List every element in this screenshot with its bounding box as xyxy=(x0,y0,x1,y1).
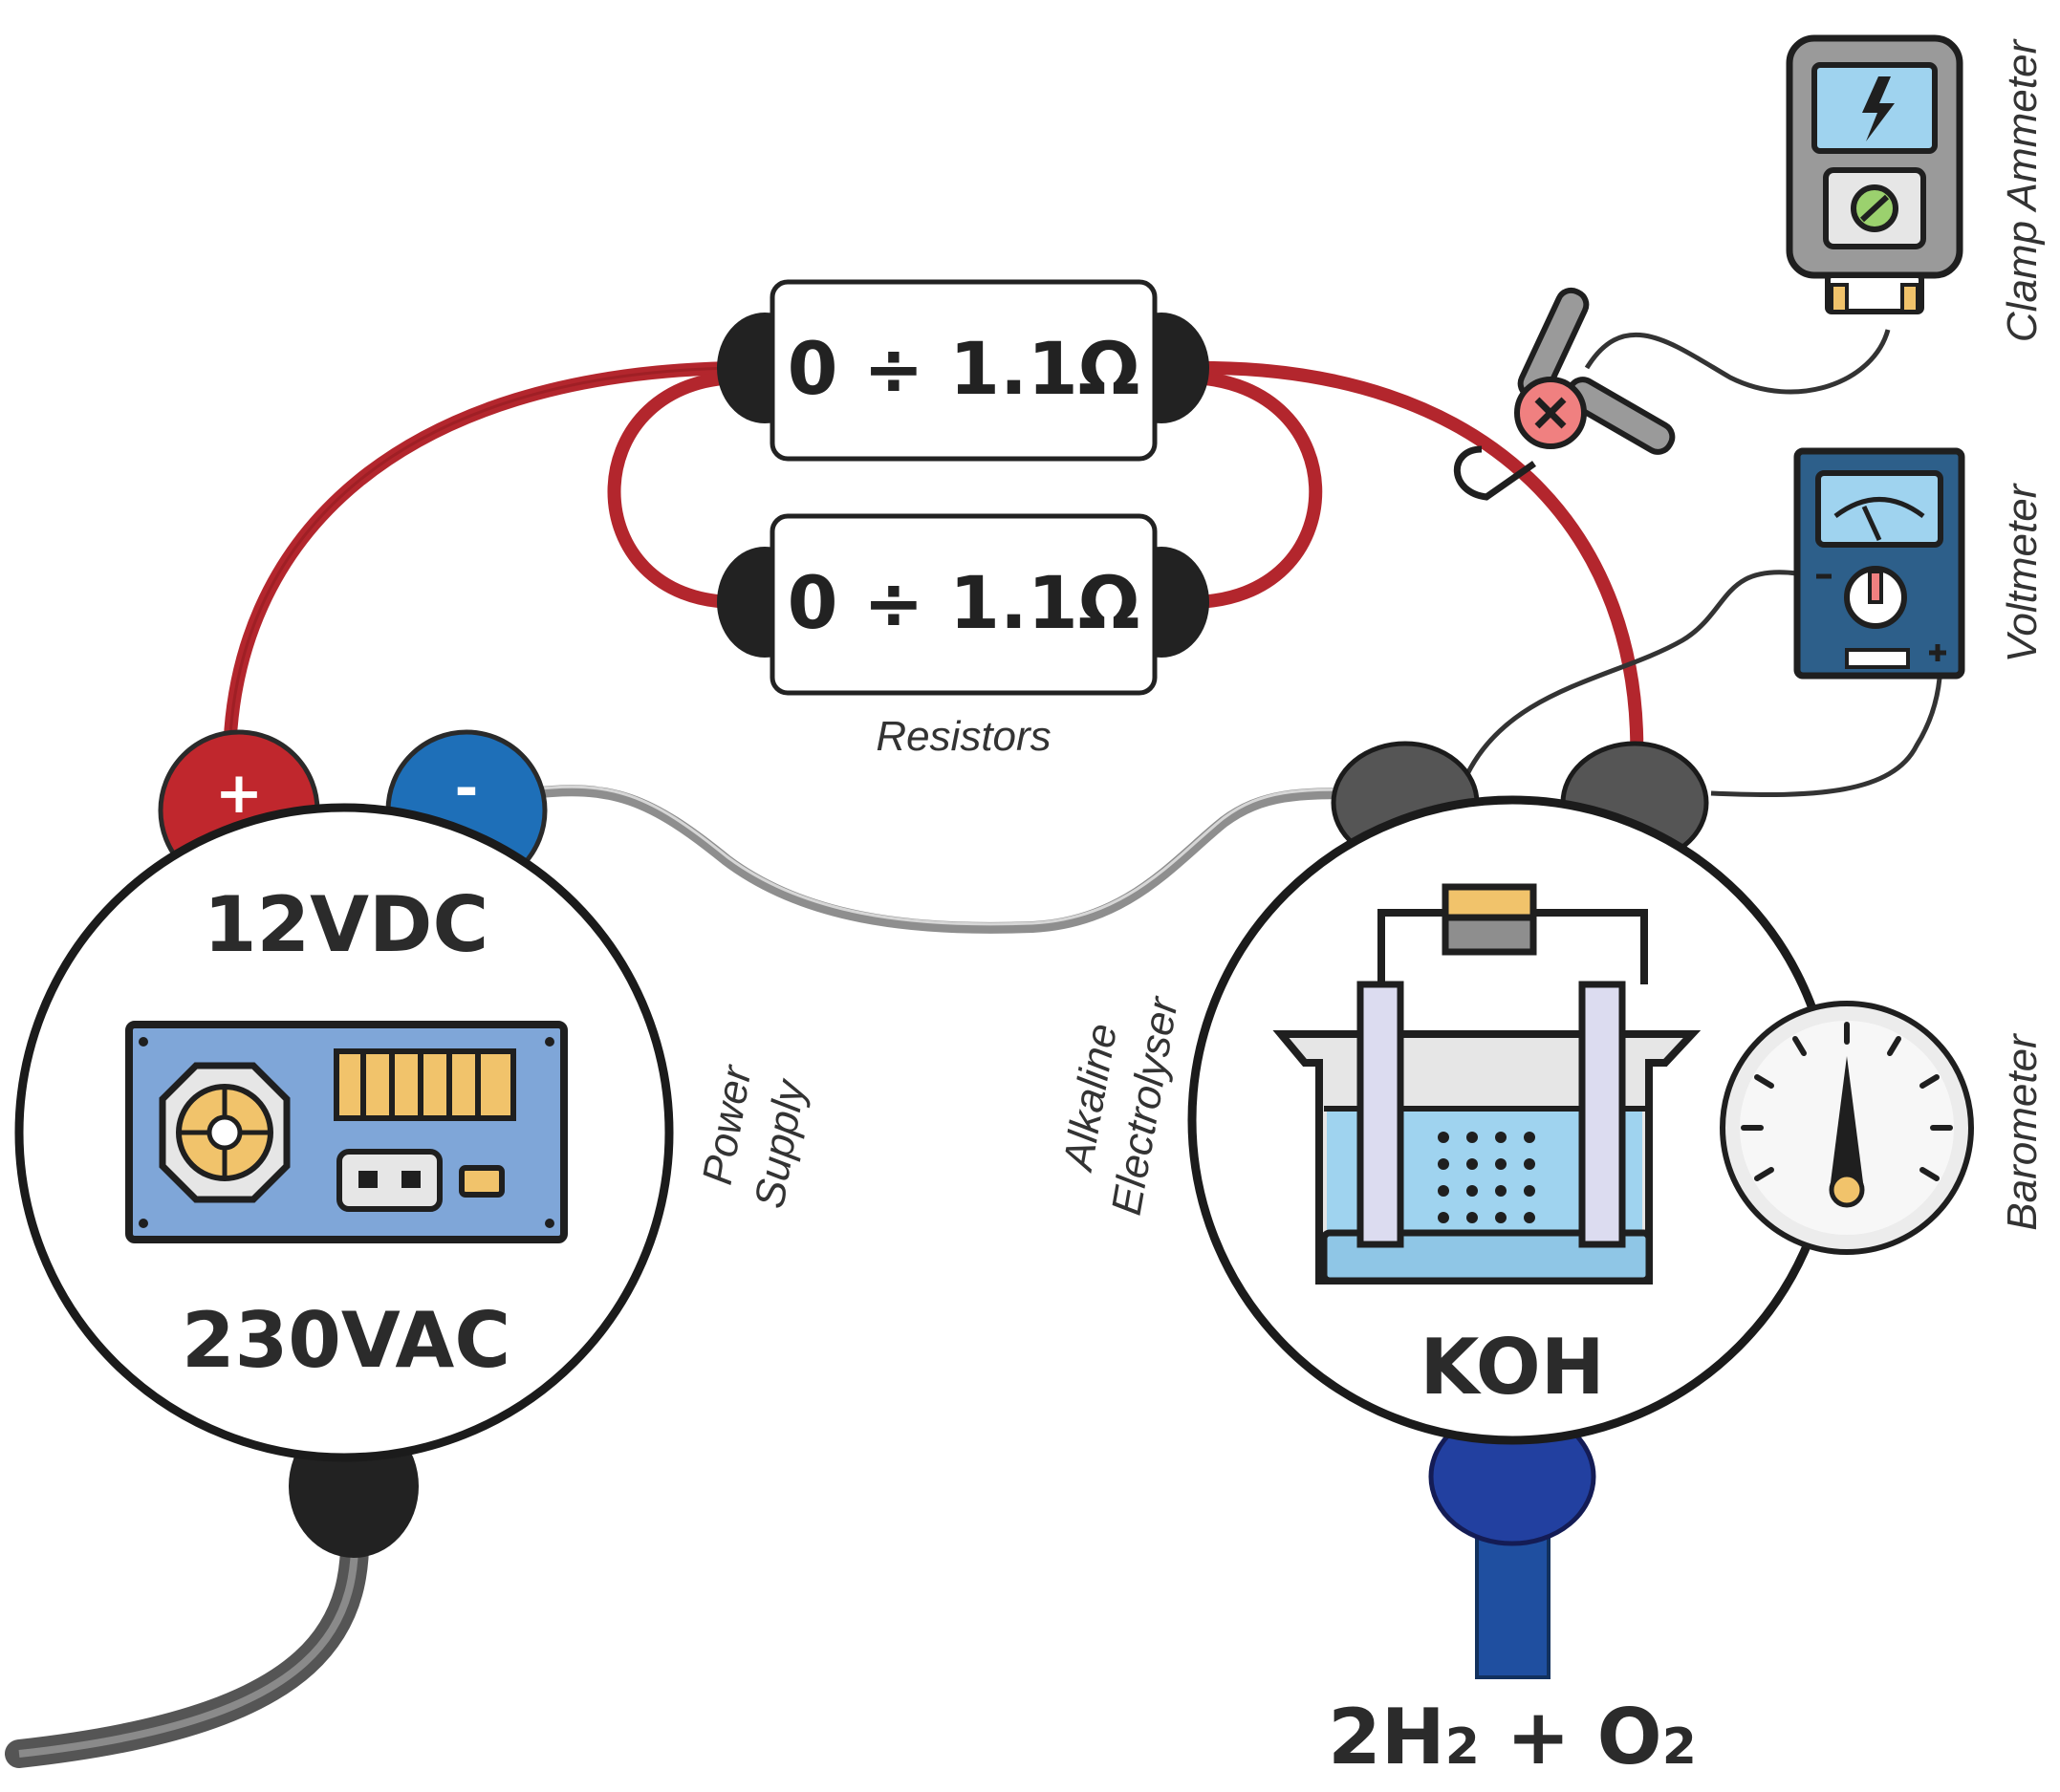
resistors-caption: Resistors xyxy=(876,713,1051,760)
voltmeter-lead-negative xyxy=(1464,570,1798,776)
electrolysis-cell-icon xyxy=(1272,883,1702,1285)
resistor-top-value: 0 ÷ 1.1Ω xyxy=(788,326,1140,411)
psu-input-label: 230VAC xyxy=(182,1296,510,1385)
svg-text:Electrolyser: Electrolyser xyxy=(1103,992,1188,1219)
electrolyte-label: KOH xyxy=(1420,1323,1604,1412)
power-supply-caption: Power Supply xyxy=(694,1061,815,1212)
resistor-top: 0 ÷ 1.1Ω xyxy=(717,279,1209,462)
voltmeter-icon xyxy=(1793,447,1965,680)
svg-text:+: + xyxy=(215,760,263,827)
red-wire-parallel-left xyxy=(607,371,737,609)
psu-output-label: 12VDC xyxy=(204,880,488,969)
svg-text:-: - xyxy=(455,755,479,822)
clamp-icon xyxy=(1453,287,1676,501)
barometer-icon xyxy=(1720,1001,1974,1255)
electrolyser: KOH 2H2 + O2 xyxy=(1187,741,1837,1781)
voltmeter-caption: Voltmeter xyxy=(1999,482,2046,662)
ammeter-lead xyxy=(1584,329,1891,395)
clamp-ammeter-caption: Clamp Ammeter xyxy=(1999,38,2046,343)
clamp-ammeter-icon xyxy=(1786,34,1963,314)
psu-icon xyxy=(125,1021,568,1243)
gas-bubbles xyxy=(1438,1132,1535,1223)
barometer-caption: Barometer xyxy=(1999,1032,2046,1231)
voltmeter-lead-positive xyxy=(1710,659,1943,798)
resistor-bottom-value: 0 ÷ 1.1Ω xyxy=(788,560,1140,645)
red-wire-parallel-right xyxy=(1189,371,1323,609)
red-wire-positive xyxy=(223,361,743,771)
resistor-bottom: 0 ÷ 1.1Ω xyxy=(717,513,1209,696)
power-supply: + - 12VDC 230VAC xyxy=(14,729,674,1558)
svg-text:Power: Power xyxy=(694,1061,761,1189)
mains-cable xyxy=(5,1496,370,1768)
gray-wire-negative xyxy=(525,785,1363,934)
red-wire-to-electrolyser xyxy=(1183,360,1644,771)
product-label: 2H2 + O2 xyxy=(1328,1693,1697,1781)
electrolyser-caption: Alkaline Electrolyser xyxy=(1054,992,1188,1219)
